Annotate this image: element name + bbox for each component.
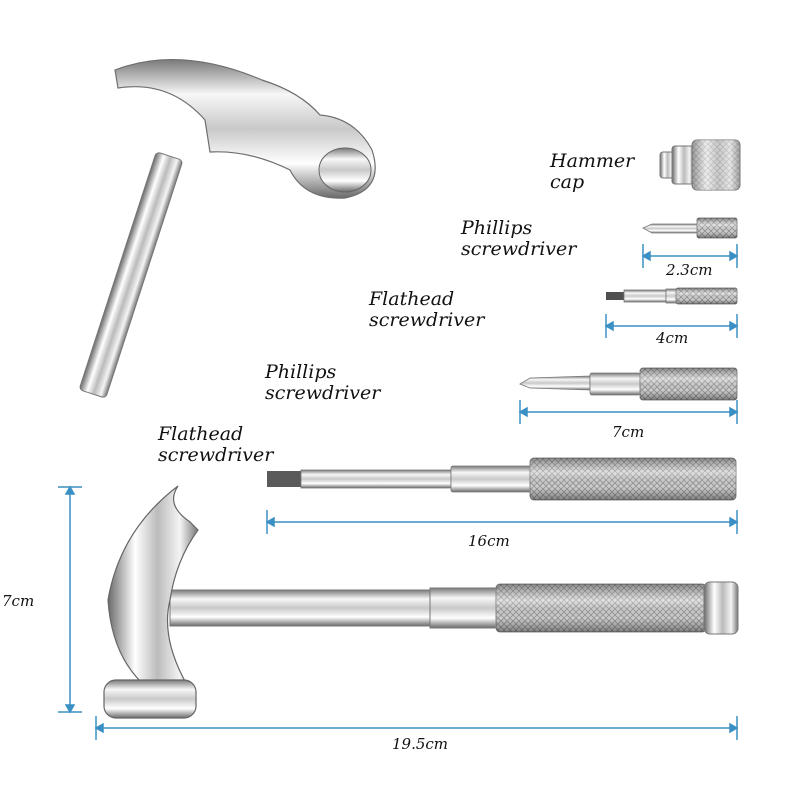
label-phillips-small: Phillips screwdriver [461,218,576,260]
label-hammer-cap: Hammer cap [550,151,634,193]
flathead-small-illustration [606,287,738,305]
label-phillips-small-line2: screwdriver [461,238,577,260]
label-hammer-cap-line2: cap [550,171,585,193]
label-flathead-large-line1: Flathead [158,423,244,445]
dimension-lines [58,244,739,740]
label-flathead-small-line2: screwdriver [369,309,485,331]
phillips-small-illustration [642,217,738,239]
hammer-head-face [318,147,372,193]
dimension-hammer-length: 19.5cm [392,735,449,753]
flathead-large-illustration [267,457,737,501]
label-flathead-large: Flathead screwdriver [158,424,273,466]
label-phillips-large: Phillips screwdriver [265,362,380,404]
dimension-hammer-height: 7cm [2,592,35,610]
label-hammer-cap-line1: Hammer [550,150,635,172]
phillips-large-illustration [519,367,738,401]
label-phillips-small-line1: Phillips [461,217,533,239]
assembled-hammer-illustration [103,485,739,719]
dimension-flathead-small: 4cm [656,329,689,347]
label-phillips-large-line2: screwdriver [265,382,381,404]
hammer-cap-illustration [659,139,741,191]
dimension-phillips-small: 2.3cm [666,261,713,279]
dimension-flathead-large: 16cm [468,532,510,550]
dimension-phillips-large: 7cm [612,423,645,441]
label-flathead-large-line2: screwdriver [158,444,274,466]
hammer-head-illustration [79,59,376,398]
hammer-head-shaft [79,152,183,398]
label-flathead-small-line1: Flathead [369,288,455,310]
label-flathead-small: Flathead screwdriver [369,289,484,331]
hammer-head-claw [114,59,376,199]
label-phillips-large-line1: Phillips [265,361,337,383]
